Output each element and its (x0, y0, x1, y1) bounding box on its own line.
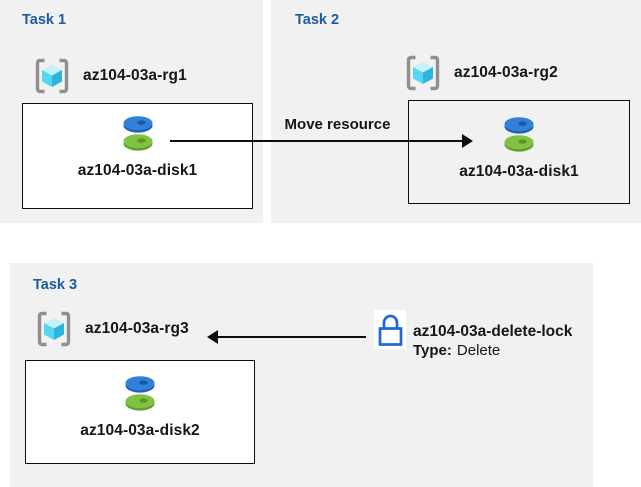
lock-icon (378, 314, 402, 346)
lock-type-value: Delete (456, 342, 501, 359)
task1-resource-box: az104-03a-disk1 (22, 103, 253, 209)
task1-resource-group: az104-03a-rg1 (31, 55, 187, 97)
task1-panel: Task 1 az104-03a-rg1 az104-03a-disk1 (0, 0, 263, 223)
task2-resource-group: az104-03a-rg2 (402, 52, 558, 94)
task3-resource-box: az104-03a-disk2 (25, 360, 255, 464)
disk-icon (125, 376, 155, 411)
task1-title: Task 1 (22, 12, 67, 28)
disk-label: az104-03a-disk1 (77, 162, 198, 179)
delete-lock-arrowhead-icon (207, 330, 218, 344)
resource-group-label: az104-03a-rg2 (454, 64, 558, 81)
delete-lock-type: Type:Delete (413, 341, 572, 360)
delete-lock-tile (374, 310, 406, 349)
disk-label: az104-03a-disk1 (459, 163, 579, 180)
disk-icon (123, 116, 152, 151)
resource-group-icon (37, 311, 71, 347)
task2-panel: Task 2 az104-03a-rg2 az104-03a-disk1 (271, 0, 641, 223)
resource-group-icon (406, 55, 440, 91)
resource-group-label: az104-03a-rg3 (85, 320, 189, 337)
resource-group-label: az104-03a-rg1 (83, 67, 187, 84)
task2-resource-box: az104-03a-disk1 (408, 100, 630, 204)
delete-lock-annotation: az104-03a-delete-lock Type:Delete (413, 322, 572, 360)
task3-title: Task 3 (33, 277, 78, 293)
lock-type-label: Type: (413, 342, 452, 359)
task3-panel: Task 3 az104-03a-rg3 az104-03a-disk2 (10, 263, 593, 487)
disk-label: az104-03a-disk2 (80, 422, 200, 439)
move-resource-arrow (170, 140, 463, 142)
move-resource-arrowhead-icon (462, 134, 473, 148)
move-resource-label: Move resource (284, 116, 391, 133)
resource-group-icon (35, 58, 69, 94)
disk-icon (504, 117, 534, 152)
delete-lock-arrow (218, 336, 366, 338)
task3-resource-group: az104-03a-rg3 (33, 308, 189, 350)
task2-title: Task 2 (295, 12, 340, 28)
delete-lock-name: az104-03a-delete-lock (413, 323, 573, 340)
